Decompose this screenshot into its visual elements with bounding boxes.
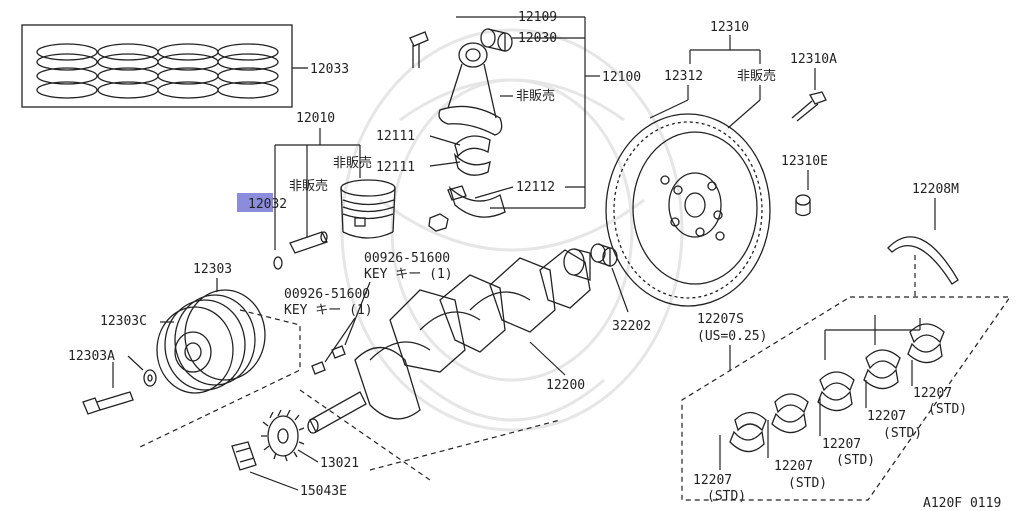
label-main-bearing-2-std: (STD): [788, 476, 827, 491]
label-pilot-bearing: 32202: [612, 319, 651, 334]
label-pulley-c: 12303C: [100, 314, 147, 329]
main-bearing-pair-2: [771, 393, 809, 434]
label-main-bearing-2: 12207: [774, 459, 813, 474]
conrod-bearing-lower: [453, 152, 491, 176]
flywheel-bolt: [791, 91, 827, 122]
conrod-bearing-upper: [454, 135, 491, 158]
timing-sprocket: [261, 409, 305, 462]
label-key-a-code: 00926-51600: [364, 251, 450, 266]
label-main-bearing-5-std: (STD): [928, 402, 967, 417]
thrust-washer: [887, 236, 959, 285]
key-leaders: [324, 281, 371, 363]
sensor-plate-leader: [249, 471, 299, 491]
label-piston-assy: 12010: [296, 111, 335, 126]
label-pulley-bolt: 12303A: [68, 349, 115, 364]
label-main-bearing-5: 12207: [913, 386, 952, 401]
label-conrod-bearing-a: 12111: [376, 129, 415, 144]
flywheel-dowel: [795, 194, 811, 217]
label-piston-pin-snap[interactable]: 12032: [248, 197, 287, 212]
label-conrod-bearing-b: 12111: [376, 160, 415, 175]
piston-rings-group: [21, 24, 308, 108]
crank-pulley: [156, 289, 266, 394]
main-bearing-pair-1: [729, 411, 767, 453]
figure-code: A120F 0119: [923, 496, 1001, 511]
piston-ring-set-2: [97, 43, 159, 99]
label-piston-rings: 12033: [310, 62, 349, 77]
main-bearing-pair-5: [907, 323, 945, 364]
label-pulley: 12303: [193, 262, 232, 277]
highlight-selected-part[interactable]: [237, 193, 273, 212]
label-thrust-washer: 12208M: [912, 182, 959, 197]
main-bearing-panel: [681, 296, 1012, 501]
label-flywheel: 12312: [664, 69, 703, 84]
pilot-bearing-leader: [611, 267, 629, 313]
label-main-bearing-1: 12207: [693, 473, 732, 488]
thrust-washer-leader: [914, 198, 936, 296]
flywheel-leaders: [649, 35, 816, 190]
piston-rings-box: [21, 24, 293, 108]
label-main-bearing-set: 12207S: [697, 312, 744, 327]
label-main-bearing-set-us: (US=0.25): [697, 329, 767, 344]
pilot-bearing: [590, 243, 618, 267]
pulley-leaders: [112, 278, 218, 388]
label-main-bearing-4: 12207: [867, 409, 906, 424]
conrod-nut: [428, 213, 449, 232]
label-main-bearing-4-std: (STD): [883, 426, 922, 441]
crank-alignment: [299, 389, 561, 481]
label-conrod-assy: 12100: [602, 70, 641, 85]
piston-assy-leaders: [274, 128, 361, 250]
label-not-sold-piston: 非販売: [333, 155, 372, 171]
crankshaft: [307, 248, 591, 434]
connecting-rod: [438, 42, 503, 136]
main-bearing-pair-4: [863, 349, 901, 390]
piston: [340, 179, 396, 239]
label-flywheel-bolt: 12310A: [790, 52, 837, 67]
conrod-bush: [480, 28, 513, 52]
label-crankshaft: 12200: [546, 378, 585, 393]
key-a: [331, 345, 346, 359]
piston-ring-set-4: [217, 43, 279, 99]
sensor-plate: [231, 441, 257, 471]
label-conrod-nut: 12112: [516, 180, 555, 195]
label-key-b-name: KEY キー (1): [284, 303, 373, 318]
label-not-sold-flywheel: 非販売: [737, 68, 776, 84]
piston-ring-set-1: [36, 43, 98, 99]
sprocket-leader: [297, 449, 319, 463]
label-key-b-code: 00926-51600: [284, 287, 370, 302]
watermark-emblem: [340, 28, 684, 432]
piston-pin: [289, 231, 328, 254]
crankshaft-leader: [529, 341, 566, 376]
main-bearing-leaders: [719, 315, 921, 470]
conrod-bolt: [409, 31, 429, 68]
label-not-sold-conrod: 非販売: [516, 88, 555, 104]
flywheel: [605, 113, 771, 307]
pulley-bolt: [82, 391, 134, 415]
label-timing-sprocket: 13021: [320, 456, 359, 471]
label-flywheel-dowel: 12310E: [781, 154, 828, 169]
label-main-bearing-3: 12207: [822, 437, 861, 452]
snap-ring: [273, 256, 283, 270]
label-main-bearing-3-std: (STD): [836, 453, 875, 468]
conrod-cap: [447, 185, 506, 218]
pulley-washer: [143, 369, 157, 387]
key-b: [311, 361, 326, 375]
label-main-bearing-1-std: (STD): [707, 489, 746, 504]
label-sensor-plate: 15043E: [300, 484, 347, 499]
label-key-a-name: KEY キー (1): [364, 267, 453, 282]
main-bearing-pair-3: [817, 371, 855, 412]
conrod-leaders: [429, 16, 600, 209]
label-flywheel-assy: 12310: [710, 20, 749, 35]
label-not-sold-pin: 非販売: [289, 178, 328, 194]
pulley-dashed-frame: [139, 309, 301, 448]
piston-ring-set-3: [157, 43, 219, 99]
